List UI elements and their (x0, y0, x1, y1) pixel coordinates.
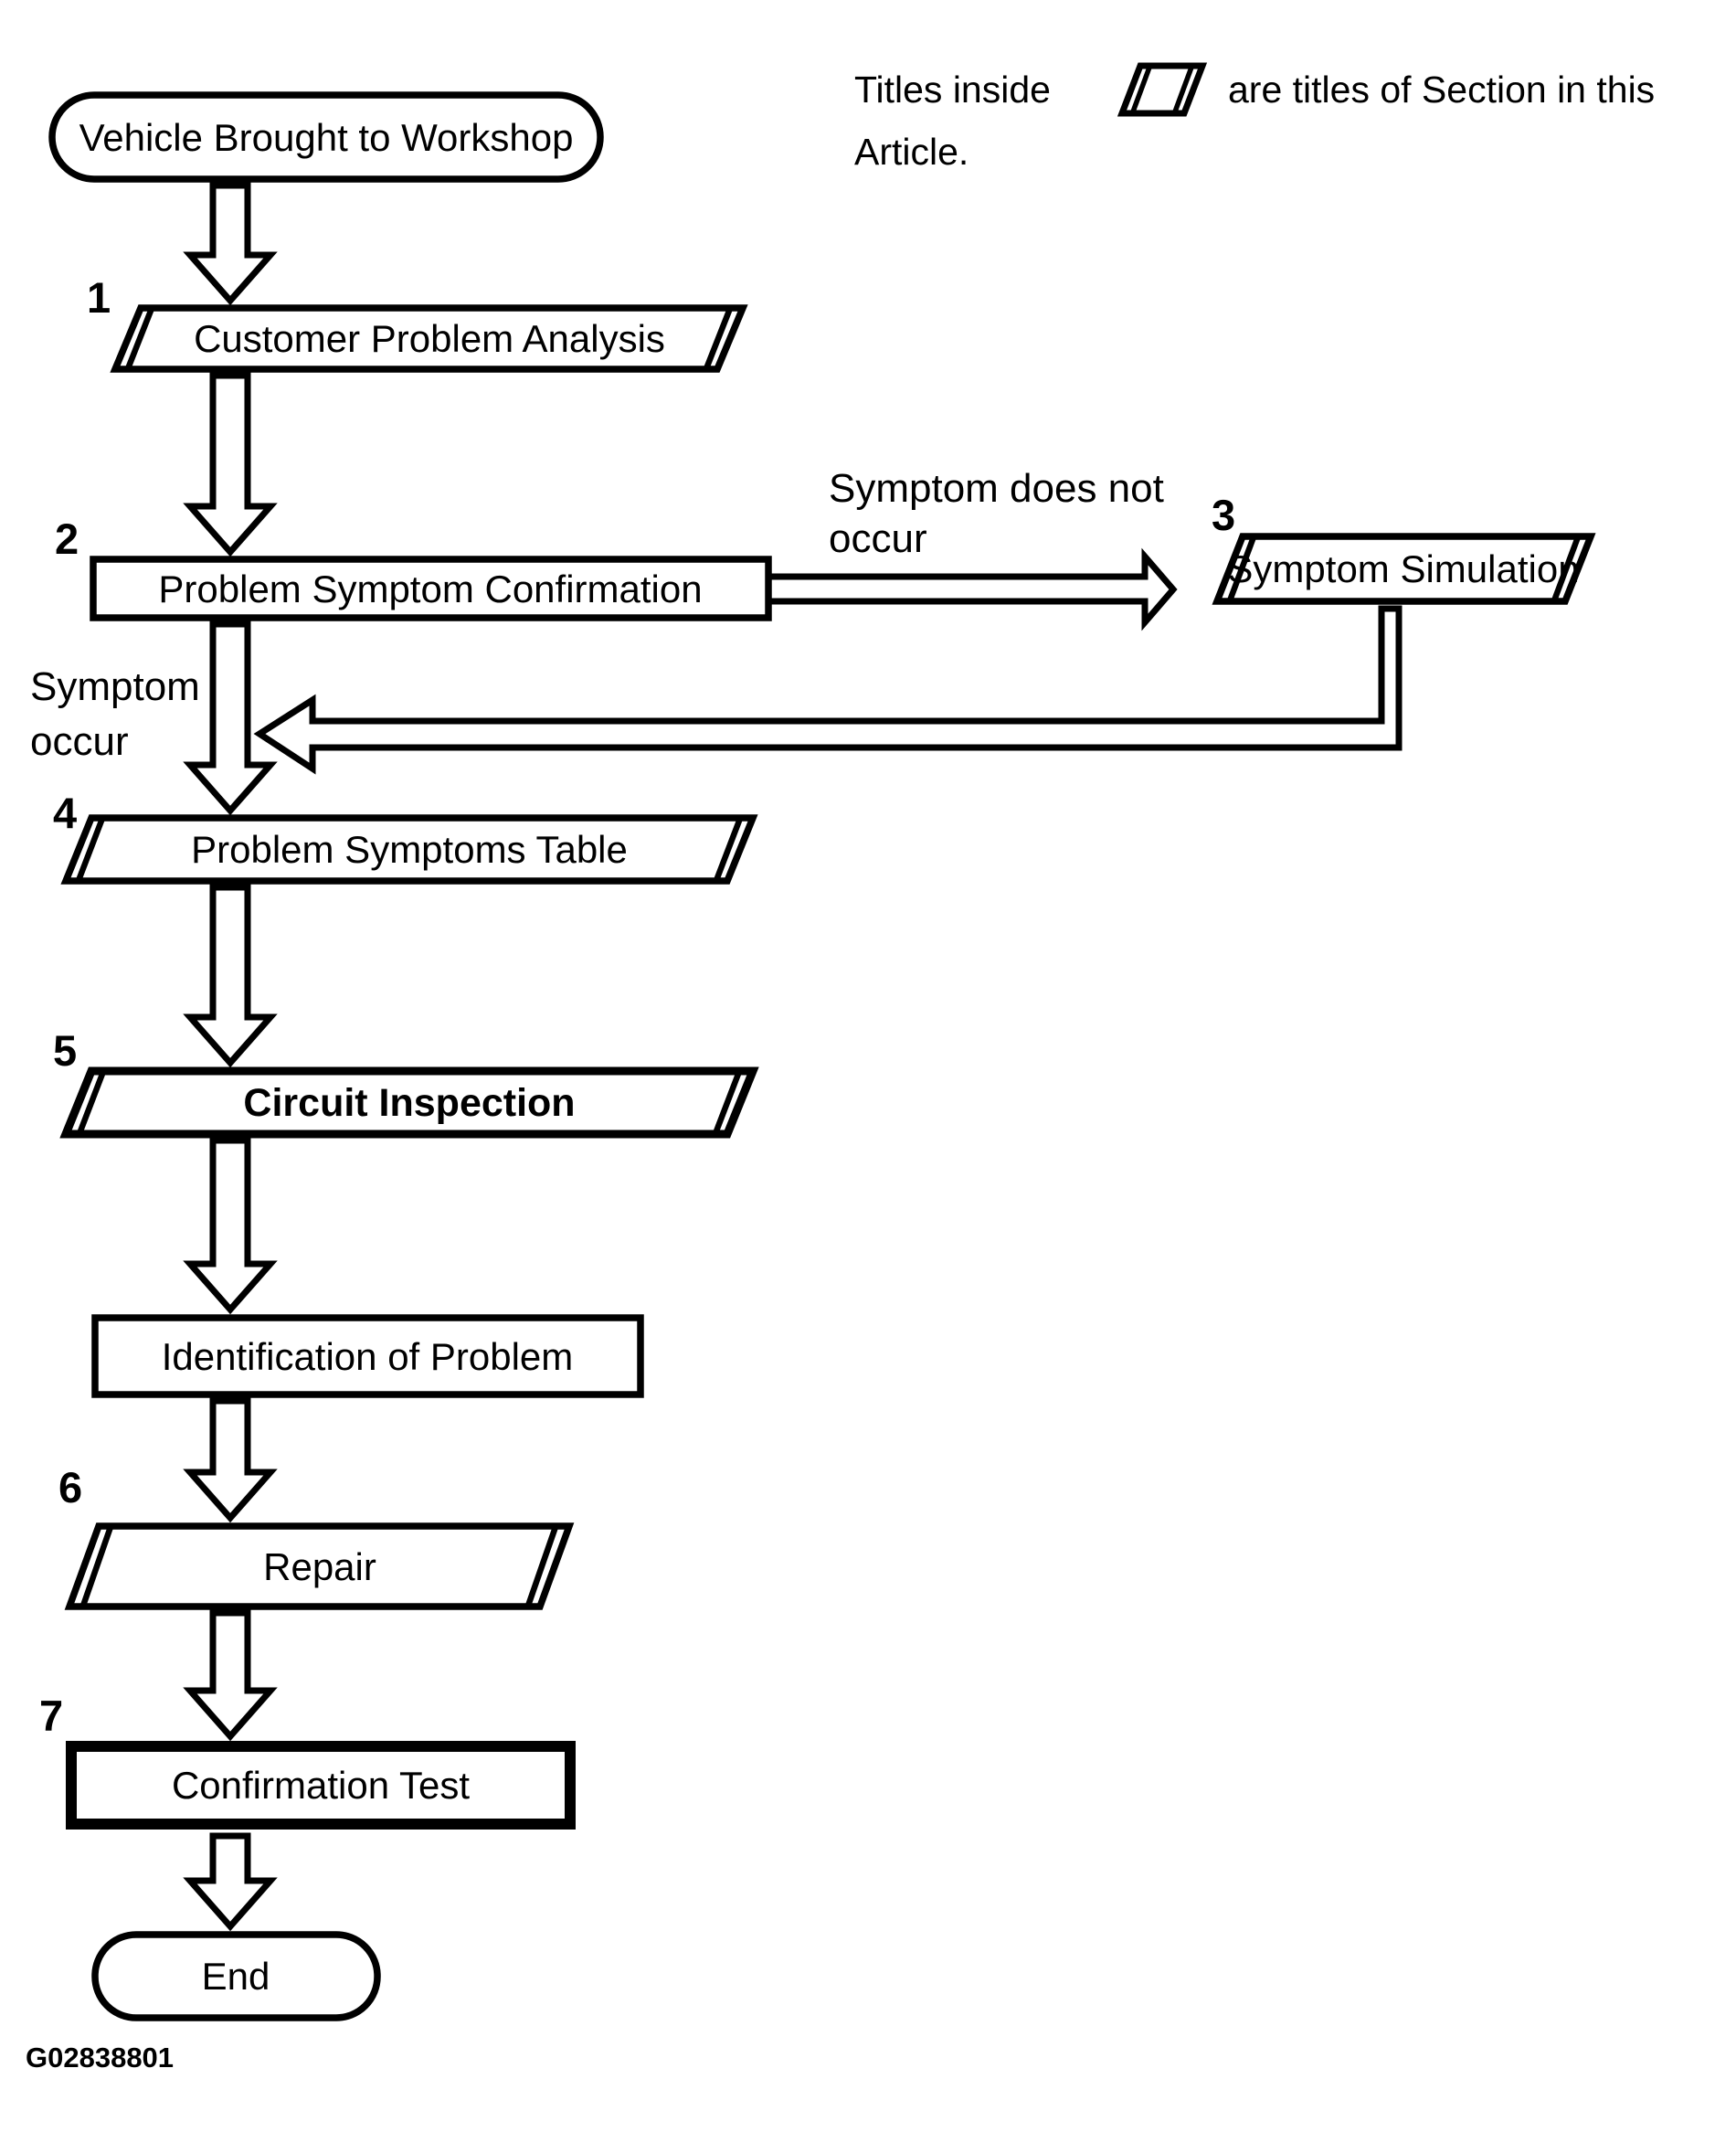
step3-label: Symptom Simulation (1227, 547, 1579, 590)
step6-parallelogram (64, 1522, 575, 1610)
arrow-identification-to-step6 (183, 1397, 278, 1523)
step7-label: Confirmation Test (172, 1764, 470, 1807)
step6-right-double-edge (524, 1522, 560, 1610)
symptom-does-not-occur-label-line2: occur (829, 516, 927, 561)
arrow-step2-to-step4 (183, 621, 278, 816)
step5-label: Circuit Inspection (243, 1081, 575, 1125)
step3-number: 3 (1212, 491, 1235, 539)
step4-left-double-edge (74, 814, 107, 885)
step1-parallelogram (110, 304, 748, 373)
step2-number: 2 (55, 514, 79, 563)
step1-label: Customer Problem Analysis (194, 317, 665, 360)
step4-right-double-edge (712, 814, 745, 885)
arrow-step5-to-identification (183, 1137, 278, 1315)
identification-label: Identification of Problem (162, 1335, 574, 1378)
arrow-return-to-main-flow (253, 605, 1403, 775)
arrow-start-to-step1 (183, 182, 278, 306)
symptom-occur-label-line1: Symptom (30, 664, 200, 709)
step1-number: 1 (87, 273, 111, 322)
step1-right-double-edge (702, 304, 735, 373)
step6-number: 6 (58, 1463, 82, 1511)
step5-parallelogram (59, 1066, 759, 1139)
end-terminator-label: End (202, 1955, 270, 1998)
step5-number: 5 (53, 1026, 77, 1075)
step4-number: 4 (53, 789, 77, 837)
figure-code: G02838801 (26, 2042, 174, 2074)
parallelogram-icon (1117, 62, 1208, 117)
start-terminator-label: Vehicle Brought to Workshop (79, 116, 574, 159)
step3-right-double-edge (1550, 533, 1583, 605)
symptom-does-not-occur-label-line1: Symptom does not (829, 466, 1164, 511)
identification-rect (91, 1314, 644, 1398)
step5-left-double-edge (75, 1067, 108, 1138)
legend-text-after-icon: are titles of Section in this (1228, 69, 1655, 111)
arrow-step7-to-end (183, 1832, 278, 1932)
step6-left-double-edge (79, 1522, 115, 1610)
step2-label: Problem Symptom Confirmation (158, 567, 702, 610)
arrow-step4-to-step5 (183, 884, 278, 1068)
step3-parallelogram (1212, 533, 1596, 605)
step2-rect (90, 556, 772, 621)
step3-left-double-edge (1225, 533, 1258, 605)
legend-text-line2: Article. (854, 131, 969, 173)
arrow-step6-to-step7 (183, 1609, 278, 1742)
step7-number: 7 (39, 1692, 63, 1740)
arrow-symptom-does-not-occur (755, 547, 1178, 631)
step1-left-double-edge (123, 304, 156, 373)
legend-text-before-icon: Titles inside (854, 69, 1051, 111)
arrow-step1-to-step2 (183, 372, 278, 557)
step7-rect (66, 1741, 576, 1830)
start-terminator-shape (48, 91, 604, 183)
symptom-occur-label-line2: occur (30, 719, 129, 764)
step5-right-double-edge (711, 1067, 744, 1138)
end-terminator-shape (91, 1931, 381, 2021)
step6-label: Repair (263, 1545, 376, 1588)
step4-label: Problem Symptoms Table (191, 828, 628, 871)
step4-parallelogram (60, 814, 758, 885)
